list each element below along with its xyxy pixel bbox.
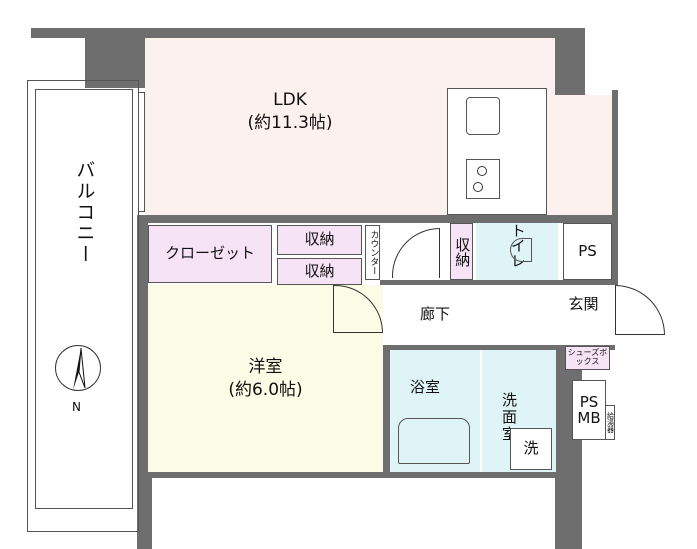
wall-block-topright bbox=[555, 28, 585, 95]
sink-icon bbox=[466, 97, 500, 135]
ldk-extension bbox=[555, 95, 612, 215]
ldk-name: LDK bbox=[273, 90, 307, 111]
washer-space: 洗 bbox=[510, 428, 552, 470]
hall-wall bbox=[380, 280, 615, 285]
compass-north-label: N bbox=[72, 400, 81, 414]
room-storage-lower: 収納 bbox=[277, 258, 362, 285]
ldk-door[interactable] bbox=[392, 228, 440, 278]
compass-icon bbox=[55, 345, 101, 391]
bath-left-wall bbox=[383, 345, 390, 475]
room-ps-mb: PS MB bbox=[572, 380, 606, 440]
ldk-size: (約11.3帖) bbox=[247, 112, 333, 133]
water-heater: 給湯器 bbox=[605, 405, 615, 440]
wall-block-left bbox=[85, 28, 145, 88]
balcony: バルコニー bbox=[27, 80, 139, 532]
mid-wall bbox=[137, 215, 617, 223]
counter: カウンター bbox=[365, 225, 380, 280]
bathtub-icon bbox=[398, 418, 470, 464]
room-storage-toilet: 収納 bbox=[450, 223, 473, 280]
shoebox: シューズボックス bbox=[565, 346, 610, 370]
bath-wall bbox=[380, 345, 615, 350]
balcony-label: バルコニー bbox=[73, 160, 96, 265]
room-entrance: 玄関 bbox=[555, 285, 612, 325]
kitchen-counter bbox=[447, 88, 547, 215]
left-wall bbox=[137, 215, 148, 549]
right-wall bbox=[612, 90, 618, 285]
room-closet: クローゼット bbox=[148, 225, 272, 283]
top-wall bbox=[31, 28, 561, 38]
toilet-icon bbox=[510, 238, 532, 262]
room-ps-top: PS bbox=[563, 223, 612, 280]
right-lower-wall bbox=[555, 345, 582, 549]
ldk-window bbox=[138, 92, 145, 212]
room-hallway: 廊下 bbox=[385, 285, 555, 345]
entrance-door[interactable] bbox=[615, 285, 665, 335]
western-name: 洋室 bbox=[248, 357, 283, 378]
room-bath: 浴室 bbox=[390, 350, 480, 472]
bottom-wall bbox=[148, 472, 560, 478]
bottom-left-block bbox=[137, 470, 152, 549]
room-storage-upper: 収納 bbox=[277, 225, 362, 255]
western-size: (約6.0帖) bbox=[228, 379, 303, 400]
stove-icon bbox=[466, 159, 500, 199]
